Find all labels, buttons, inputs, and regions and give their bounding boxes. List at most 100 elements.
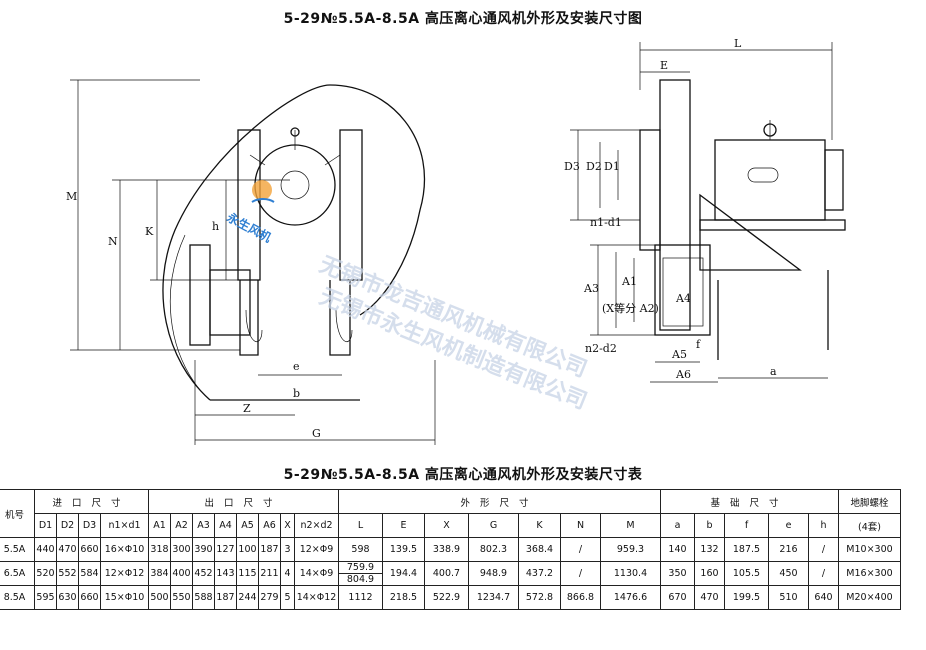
cell: 187: [258, 537, 281, 562]
cell: 595: [34, 585, 57, 610]
cell: 140: [660, 537, 695, 562]
specification-table: 机号 进口尺寸 出口尺寸 外形尺寸 基础尺寸 地脚螺栓 D1 D2 D3 n1×…: [0, 489, 901, 610]
cell: 660: [78, 537, 101, 562]
front-view: M N K h e b Z G: [66, 79, 436, 445]
cell: 1130.4: [600, 561, 661, 586]
cell: 470: [56, 537, 79, 562]
cell: 194.4: [382, 561, 425, 586]
overall-header: 外形尺寸: [338, 489, 661, 514]
cell: 279: [258, 585, 281, 610]
col-A3: A3: [192, 513, 215, 538]
col-n1d1: n1×d1: [100, 513, 149, 538]
table-row: 6.5A 520 552 584 12×Φ12 384 400 452 143 …: [0, 561, 901, 586]
col-E: E: [382, 513, 425, 538]
dim-E: E: [660, 59, 668, 72]
cell: 14×Φ9: [294, 561, 339, 586]
cell: /: [560, 561, 601, 586]
cell: 139.5: [382, 537, 425, 562]
dim-D3: D3: [564, 160, 580, 173]
cell: 12×Φ9: [294, 537, 339, 562]
cell: 244: [236, 585, 259, 610]
cell: 440: [34, 537, 57, 562]
cell: 3: [280, 537, 295, 562]
col-n2d2: n2×d2: [294, 513, 339, 538]
dim-a: a: [770, 365, 777, 378]
cell: 400: [170, 561, 193, 586]
cell: 630: [56, 585, 79, 610]
col-A2: A2: [170, 513, 193, 538]
col-X2: X: [424, 513, 469, 538]
dim-f: f: [696, 338, 701, 351]
table-row: 8.5A 595 630 660 15×Φ10 500 550 588 187 …: [0, 585, 901, 610]
cell: 390: [192, 537, 215, 562]
dim-G: G: [312, 427, 321, 440]
cell: 338.9: [424, 537, 469, 562]
cell: 520: [34, 561, 57, 586]
cell: 1112: [338, 585, 383, 610]
col-a: a: [660, 513, 695, 538]
col-X: X: [280, 513, 295, 538]
logo-text: 永生风机: [224, 209, 274, 245]
cell: 187.5: [724, 537, 769, 562]
cell: /: [808, 537, 839, 562]
cell: 804.9: [338, 573, 383, 586]
cell: 802.3: [468, 537, 519, 562]
cell: 500: [148, 585, 171, 610]
cell: 218.5: [382, 585, 425, 610]
cell: 640: [808, 585, 839, 610]
cell: 115: [236, 561, 259, 586]
table-title: 5-29№5.5A-8.5A 高压离心通风机外形及安装尺寸表: [283, 467, 643, 483]
dim-Z: Z: [243, 402, 251, 415]
dim-A6: A6: [675, 368, 691, 381]
watermark: 无锡市龙吉通风机械有限公司 无锡市永生风机制造有限公司 永生风机: [224, 180, 591, 415]
cell: 350: [660, 561, 695, 586]
side-view: L E D3 D2 D1 n1-d1 A3 (X等分 A2) A1 A4 n2-…: [564, 37, 846, 383]
dim-n2-d2: n2-d2: [585, 342, 617, 355]
foundation-header: 基础尺寸: [660, 489, 839, 514]
cell: 584: [78, 561, 101, 586]
cell: 384: [148, 561, 171, 586]
cell: 510: [768, 585, 809, 610]
outlet-header: 出口尺寸: [148, 489, 339, 514]
cell: 14×Φ12: [294, 585, 339, 610]
bolts-header: 地脚螺栓: [838, 489, 901, 514]
cell: M16×300: [838, 561, 901, 586]
dim-D1: D1: [604, 160, 620, 173]
model-header: 机号: [0, 489, 35, 538]
cell: /: [808, 561, 839, 586]
dim-A5: A5: [671, 348, 687, 361]
col-A6: A6: [258, 513, 281, 538]
cell: 143: [214, 561, 237, 586]
cell: 211: [258, 561, 281, 586]
header-row-2: D1 D2 D3 n1×d1 A1 A2 A3 A4 A5 A6 X n2×d2…: [0, 513, 901, 538]
dim-b: b: [293, 387, 300, 400]
dim-A2: (X等分 A2): [602, 301, 659, 315]
dim-K: K: [145, 225, 154, 238]
cell: 132: [694, 537, 725, 562]
dim-L: L: [734, 37, 742, 50]
cell: 959.3: [600, 537, 661, 562]
cell: 437.2: [518, 561, 561, 586]
dim-M: M: [66, 190, 77, 203]
inlet-header: 进口尺寸: [34, 489, 149, 514]
fan-technical-drawing: M N K h e b Z G: [66, 37, 846, 445]
bolts-sub-header: (4套): [838, 513, 901, 538]
dim-e: e: [293, 360, 300, 373]
dim-A4: A4: [675, 292, 691, 305]
dim-A1: A1: [621, 275, 637, 288]
cell: 1476.6: [600, 585, 661, 610]
col-N: N: [560, 513, 601, 538]
row-model: 5.5A: [0, 537, 35, 562]
col-L: L: [338, 513, 383, 538]
col-f: f: [724, 513, 769, 538]
cell: 105.5: [724, 561, 769, 586]
cell: M10×300: [838, 537, 901, 562]
col-e: e: [768, 513, 809, 538]
cell: 318: [148, 537, 171, 562]
dim-n1-d1: n1-d1: [590, 216, 622, 229]
dim-A3: A3: [583, 282, 599, 295]
col-D1: D1: [34, 513, 57, 538]
cell: 948.9: [468, 561, 519, 586]
cell: 452: [192, 561, 215, 586]
dim-N: N: [108, 235, 118, 248]
